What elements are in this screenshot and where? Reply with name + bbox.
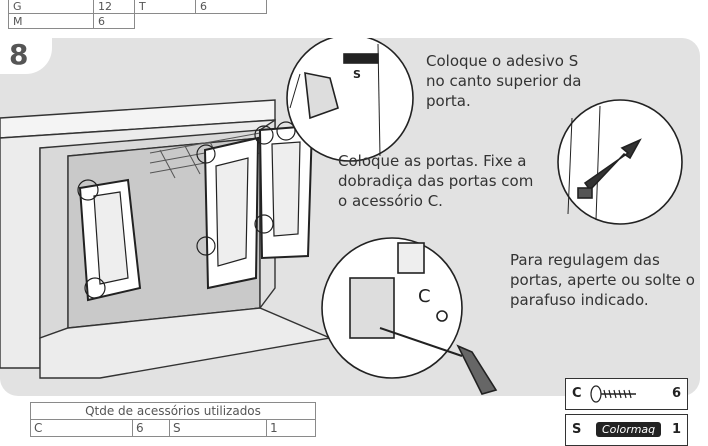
- table-cell: 1: [266, 419, 316, 437]
- accessories-table: Qtde de acessórios utilizados C 6 S 1: [30, 402, 316, 437]
- table-row: C 6 S 1: [30, 419, 316, 437]
- table-cell: S: [169, 419, 267, 437]
- sticker-letter: S: [353, 68, 361, 81]
- table-cell: [135, 14, 196, 29]
- table-cell: C: [30, 419, 133, 437]
- table-cell: T: [134, 0, 196, 14]
- table-cell: 6: [93, 13, 135, 29]
- step-number: 8: [9, 38, 29, 71]
- legend-letter: C: [572, 386, 582, 401]
- table-cell: 6: [195, 0, 267, 14]
- screw-icon: [590, 385, 636, 403]
- table-cell: G: [8, 0, 94, 14]
- legend-count: 6: [671, 386, 681, 401]
- table-cell: 6: [132, 419, 170, 437]
- middle-door-illustration: [196, 136, 260, 290]
- legend-letter: S: [572, 422, 582, 437]
- legend-count: 1: [671, 422, 681, 437]
- screw-letter: C: [418, 286, 431, 307]
- sticker-callout: [286, 38, 414, 162]
- table-row: Qtde de acessórios utilizados: [30, 402, 316, 420]
- legend-screw: C 6: [565, 378, 688, 410]
- accessories-table-title: Qtde de acessórios utilizados: [30, 402, 316, 420]
- partial-top-table: G 12 T 6 M 6: [8, 0, 267, 29]
- table-row: G 12 T 6: [8, 0, 267, 14]
- table-cell: [196, 14, 267, 29]
- right-door-illustration: [254, 121, 314, 260]
- table-cell: M: [8, 13, 94, 29]
- arrow-callout: [557, 99, 683, 225]
- adjust-instruction: Para regulagem das portas, aperte ou sol…: [510, 251, 695, 309]
- assembly-illustration: S C: [0, 38, 683, 395]
- left-door-illustration: [77, 178, 142, 302]
- doors-instruction: Coloque as portas. Fixe a dobradiça das …: [338, 152, 534, 210]
- table-row: M 6: [8, 13, 267, 29]
- legend-sticker: S Colormaq 1: [565, 414, 688, 446]
- sticker-icon: Colormaq: [596, 422, 662, 437]
- screwdriver-callout: [321, 237, 498, 395]
- sticker-instruction: Coloque o adesivo S no canto superior da…: [426, 52, 582, 110]
- table-cell: 12: [93, 0, 135, 14]
